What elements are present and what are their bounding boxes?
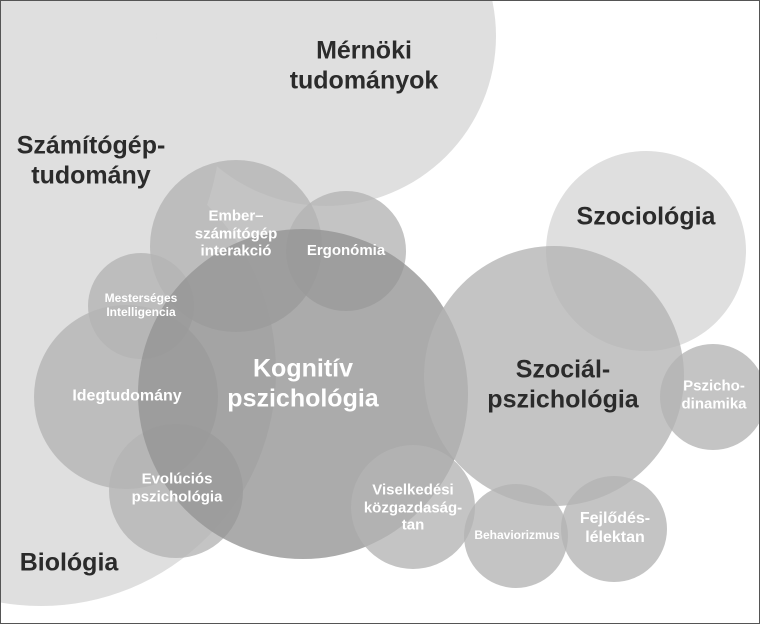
bubble-fejlodeslelektan[interactable]	[561, 476, 667, 582]
bubble-szocialpszichologia[interactable]	[424, 246, 684, 506]
bubble-viselkedesi-kozgazdasagtan[interactable]	[351, 445, 475, 569]
bubble-mernoki-tudomanyok[interactable]	[156, 1, 496, 206]
bubble-pszichodinamika[interactable]	[660, 344, 760, 450]
bubble-behaviorizmus[interactable]	[464, 484, 568, 588]
